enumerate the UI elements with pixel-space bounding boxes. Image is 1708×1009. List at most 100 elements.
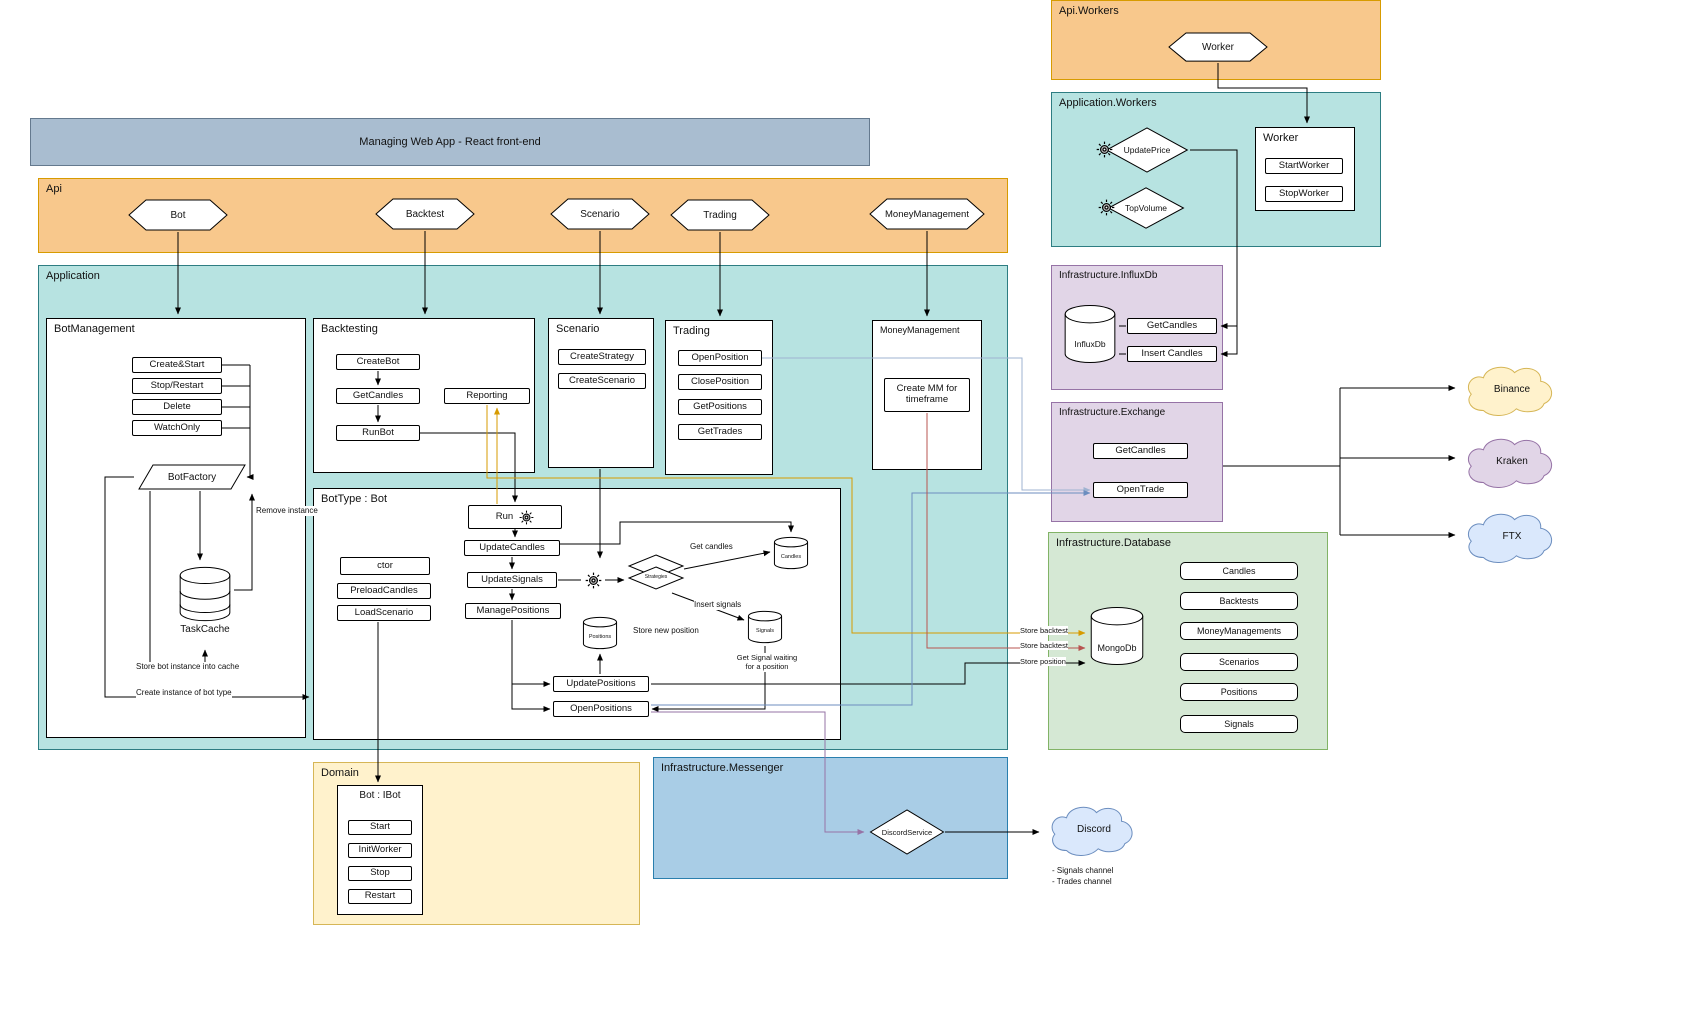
api-backtest-hexagon: Backtest: [375, 198, 475, 230]
api-scenario-hexagon: Scenario: [550, 198, 650, 230]
bottype-title: BotType : Bot: [321, 493, 388, 505]
scenario-box: Scenario: [548, 318, 654, 468]
stop-restart-button: Stop/Restart: [132, 378, 222, 394]
worker-hexagon: Worker: [1168, 32, 1268, 62]
run-bot-button: RunBot: [336, 425, 420, 441]
collection-candles: Candles: [1180, 562, 1298, 580]
store-new-position-label: Store new position: [633, 626, 699, 636]
store-bot-instance-label: Store bot instance into cache: [136, 662, 240, 672]
collection-positions: Positions: [1180, 683, 1298, 701]
update-price-diamond: UpdatePrice: [1105, 127, 1189, 173]
api-trading-hexagon: Trading: [670, 199, 770, 231]
store-backtest-label-1: Store backtest: [1020, 626, 1068, 636]
update-signals-button: UpdateSignals: [467, 572, 557, 588]
watchonly-button: WatchOnly: [132, 420, 222, 436]
bot-factory-parallelogram: BotFactory: [138, 464, 246, 490]
stop-worker-button: StopWorker: [1265, 186, 1343, 202]
create-scenario-button: CreateScenario: [558, 373, 646, 389]
scenario-title: Scenario: [556, 323, 600, 335]
get-positions-button: GetPositions: [678, 399, 762, 415]
backtesting-title: Backtesting: [321, 323, 378, 335]
trading-box: Trading: [665, 320, 773, 475]
ftx-cloud: FTX: [1460, 505, 1564, 567]
open-position-button: OpenPosition: [678, 350, 762, 366]
messenger-group: Infrastructure.Messenger: [653, 757, 1008, 879]
influx-insert-candles-button: Insert Candles: [1127, 346, 1217, 362]
api-title: Api: [46, 183, 62, 195]
domain-title: Domain: [321, 767, 359, 779]
collection-moneymanagements: MoneyManagements: [1180, 622, 1298, 640]
exchange-get-candles-button: GetCandles: [1093, 443, 1188, 459]
ibot-restart-button: Restart: [348, 889, 412, 904]
web-app-box: Managing Web App - React front-end: [30, 118, 870, 166]
ibot-stop-button: Stop: [348, 866, 412, 881]
get-signal-label: Get Signal waiting for a position: [733, 653, 801, 672]
application-title: Application: [46, 270, 100, 282]
gear-icon: [519, 510, 534, 524]
trading-title: Trading: [673, 325, 710, 337]
get-trades-button: GetTrades: [678, 424, 762, 440]
gear-icon: [585, 572, 602, 589]
strategies-diamond-stack: Strategies: [627, 554, 685, 598]
remove-instance-label: Remove instance: [256, 506, 318, 516]
reporting-button: Reporting: [444, 388, 530, 404]
database-title: Infrastructure.Database: [1056, 537, 1171, 549]
money-management-title: MoneyManagement: [880, 325, 960, 335]
taskcache-database-icon: [178, 565, 232, 623]
discord-cloud: Discord: [1044, 798, 1144, 860]
collection-signals: Signals: [1180, 715, 1298, 733]
close-position-button: ClosePosition: [678, 374, 762, 390]
run-label: Run: [495, 510, 514, 522]
api-bot-hexagon: Bot: [128, 199, 228, 231]
run-button: Run: [468, 505, 562, 529]
gear-icon: [1096, 141, 1113, 158]
influxdb-database-icon: InfluxDb: [1063, 303, 1117, 365]
ibot-initworker-button: InitWorker: [348, 843, 412, 858]
positions-database-icon: Positions: [582, 616, 618, 650]
create-instance-label: Create instance of bot type: [136, 688, 232, 698]
create-bot-button: CreateBot: [336, 354, 420, 370]
api-workers-title: Api.Workers: [1059, 5, 1119, 17]
create-strategy-button: CreateStrategy: [558, 349, 646, 365]
exchange-group: Infrastructure.Exchange: [1051, 402, 1223, 522]
discord-service-diamond: DiscordService: [869, 809, 945, 855]
messenger-title: Infrastructure.Messenger: [661, 762, 784, 774]
update-candles-button: UpdateCandles: [464, 540, 560, 556]
mongodb-database-icon: MongoDb: [1089, 605, 1145, 667]
discord-signals-channel-label: - Signals channel: [1052, 866, 1114, 875]
preload-candles-button: PreloadCandles: [337, 583, 431, 599]
signals-database-icon: Signals: [747, 610, 783, 644]
exchange-title: Infrastructure.Exchange: [1059, 407, 1166, 418]
discord-trades-channel-label: - Trades channel: [1052, 877, 1112, 886]
exchange-open-trade-button: OpenTrade: [1093, 482, 1188, 498]
api-moneymanagement-hexagon: MoneyManagement: [869, 198, 985, 230]
ctor-button: ctor: [340, 557, 430, 575]
update-positions-button: UpdatePositions: [553, 676, 649, 692]
application-workers-title: Application.Workers: [1059, 97, 1157, 109]
create-start-button: Create&Start: [132, 357, 222, 373]
open-positions-button: OpenPositions: [553, 701, 649, 717]
kraken-cloud: Kraken: [1460, 430, 1564, 492]
gear-icon: [1098, 199, 1115, 216]
influxdb-title: Infrastructure.InfluxDb: [1059, 270, 1158, 281]
get-candles-label: Get candles: [690, 542, 733, 552]
manage-positions-button: ManagePositions: [465, 603, 561, 619]
collection-backtests: Backtests: [1180, 592, 1298, 610]
ibot-start-button: Start: [348, 820, 412, 835]
delete-button: Delete: [132, 399, 222, 415]
top-volume-diamond: TopVolume: [1107, 187, 1185, 229]
store-position-label: Store position: [1020, 657, 1066, 667]
bot-management-title: BotManagement: [54, 323, 135, 335]
candles-database-icon: Candles: [773, 536, 809, 570]
create-mm-button: Create MM for timeframe: [884, 378, 970, 412]
influx-get-candles-button: GetCandles: [1127, 318, 1217, 334]
collection-scenarios: Scenarios: [1180, 653, 1298, 671]
store-backtest-label-2: Store backtest: [1020, 641, 1068, 651]
binance-cloud: Binance: [1460, 358, 1564, 420]
bot-ibot-title: Bot : IBot: [359, 790, 401, 801]
insert-signals-label: Insert signals: [694, 600, 742, 610]
web-app-title: Managing Web App - React front-end: [359, 136, 541, 148]
load-scenario-button: LoadScenario: [337, 605, 431, 621]
get-candles-button: GetCandles: [336, 388, 420, 404]
